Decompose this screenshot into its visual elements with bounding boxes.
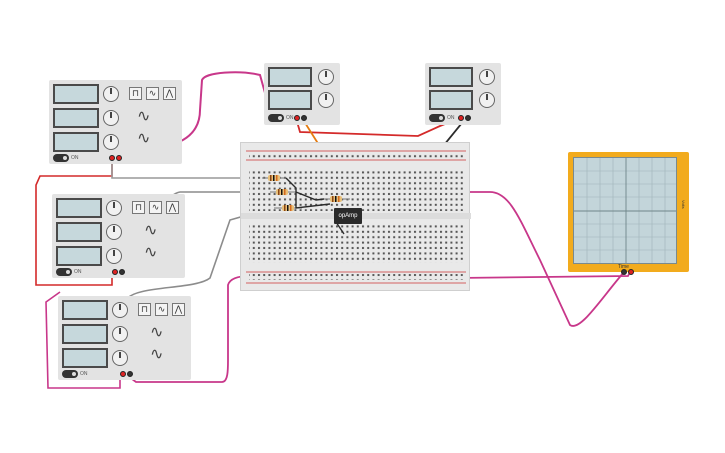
fg2-positive-terminal[interactable]: [112, 269, 118, 275]
wire-black-junction[interactable]: [285, 177, 345, 235]
psu1-display-voltage: [268, 67, 312, 87]
sine-wave-icon: ∿: [144, 244, 158, 261]
fg2-square-wave-button[interactable]: ⊓: [132, 201, 145, 214]
fg3-triangle-wave-button[interactable]: ⋀: [172, 303, 185, 316]
function-generator-3[interactable]: ⊓ ∿ ⋀ ∿ ∿ ON: [58, 296, 191, 380]
opamp-chip[interactable]: opAmp: [334, 208, 362, 224]
fg2-sine-wave-button[interactable]: ∿: [149, 201, 162, 214]
wire-magenta-fg3-loop[interactable]: [45, 291, 121, 389]
fg3-offset-knob[interactable]: [112, 350, 128, 366]
fg1-positive-terminal[interactable]: [109, 155, 115, 161]
oscilloscope-screen: [573, 157, 677, 264]
resistor-1[interactable]: [262, 175, 286, 181]
psu2-current-knob[interactable]: [479, 92, 495, 108]
wire-magenta-fg3[interactable]: [127, 275, 251, 383]
fg2-frequency-knob[interactable]: [106, 200, 122, 216]
fg3-square-wave-button[interactable]: ⊓: [138, 303, 151, 316]
wire-grey-1[interactable]: [111, 158, 266, 179]
fg1-triangle-wave-button[interactable]: ⋀: [163, 87, 176, 100]
sine-wave-icon: ∿: [137, 108, 151, 125]
fg1-on-label: ON: [71, 155, 79, 161]
fg1-frequency-knob[interactable]: [103, 86, 119, 102]
sine-wave-icon: ∿: [150, 346, 164, 363]
fg2-offset-knob[interactable]: [106, 248, 122, 264]
fg2-negative-terminal[interactable]: [119, 269, 125, 275]
resistor-2[interactable]: [270, 189, 296, 195]
psu1-negative-terminal[interactable]: [301, 115, 307, 121]
psu2-display-current: [429, 90, 473, 110]
psu2-power-toggle[interactable]: [429, 114, 445, 122]
fg3-negative-terminal[interactable]: [127, 371, 133, 377]
fg1-display-offset: [53, 132, 99, 152]
sine-wave-icon: ∿: [137, 130, 151, 147]
fg3-on-label: ON: [80, 371, 88, 377]
resistor-feedback[interactable]: [324, 196, 350, 202]
oscilloscope-grid: [574, 158, 676, 263]
psu1-current-knob[interactable]: [318, 92, 334, 108]
fg2-amplitude-knob[interactable]: [106, 224, 122, 240]
psu1-positive-terminal[interactable]: [294, 115, 300, 121]
fg2-on-label: ON: [74, 269, 82, 275]
fg1-display-frequency: [53, 84, 99, 104]
fg3-sine-wave-button[interactable]: ∿: [155, 303, 168, 316]
oscilloscope-time-label: Time: [618, 264, 629, 270]
fg2-display-frequency: [56, 198, 102, 218]
fg1-display-amplitude: [53, 108, 99, 128]
psu1-display-current: [268, 90, 312, 110]
fg1-square-wave-button[interactable]: ⊓: [129, 87, 142, 100]
fg3-display-frequency: [62, 300, 108, 320]
psu2-voltage-knob[interactable]: [479, 69, 495, 85]
fg1-negative-terminal[interactable]: [116, 155, 122, 161]
psu1-power-toggle[interactable]: [268, 114, 284, 122]
breadboard[interactable]: [240, 142, 471, 291]
psu2-negative-terminal[interactable]: [465, 115, 471, 121]
fg3-power-toggle[interactable]: [62, 370, 78, 378]
fg3-display-offset: [62, 348, 108, 368]
fg1-power-toggle[interactable]: [53, 154, 69, 162]
sine-wave-icon: ∿: [150, 324, 164, 341]
fg2-triangle-wave-button[interactable]: ⋀: [166, 201, 179, 214]
fg3-frequency-knob[interactable]: [112, 302, 128, 318]
fg1-offset-knob[interactable]: [103, 134, 119, 150]
fg1-amplitude-knob[interactable]: [103, 110, 119, 126]
function-generator-1[interactable]: ⊓ ∿ ⋀ ∿ ∿ ON: [49, 80, 182, 164]
psu1-voltage-knob[interactable]: [318, 69, 334, 85]
function-generator-2[interactable]: ⊓ ∿ ⋀ ∿ ∿ ON: [52, 194, 185, 278]
fg2-power-toggle[interactable]: [56, 268, 72, 276]
fg2-display-amplitude: [56, 222, 102, 242]
fg2-display-offset: [56, 246, 102, 266]
sine-wave-icon: ∿: [144, 222, 158, 239]
fg3-display-amplitude: [62, 324, 108, 344]
psu2-display-voltage: [429, 67, 473, 87]
fg3-positive-terminal[interactable]: [120, 371, 126, 377]
fg1-sine-wave-button[interactable]: ∿: [146, 87, 159, 100]
psu1-on-label: ON: [286, 115, 294, 121]
oscilloscope-volts-label: Volts: [681, 200, 686, 209]
psu2-on-label: ON: [447, 115, 455, 121]
psu2-positive-terminal[interactable]: [458, 115, 464, 121]
power-supply-1[interactable]: ON: [264, 63, 340, 125]
fg3-amplitude-knob[interactable]: [112, 326, 128, 342]
oscilloscope[interactable]: Volts Time: [568, 152, 689, 275]
power-supply-2[interactable]: ON: [425, 63, 501, 125]
oscilloscope-probe-terminal[interactable]: [621, 269, 627, 275]
oscilloscope-ground-terminal[interactable]: [628, 269, 634, 275]
wire-magenta-output[interactable]: [352, 191, 625, 327]
